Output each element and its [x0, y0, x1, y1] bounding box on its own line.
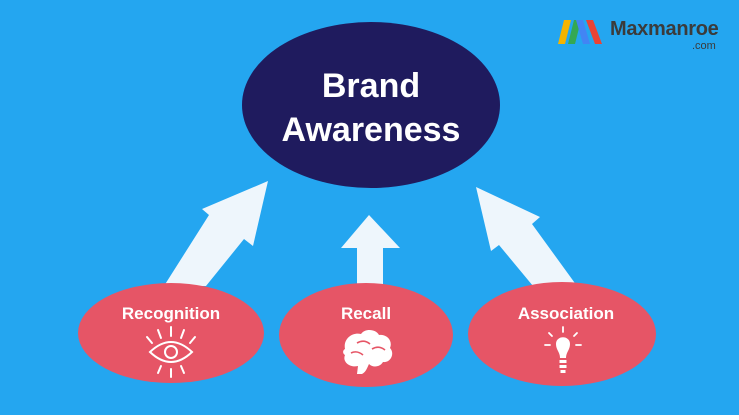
brain-icon: [343, 329, 393, 374]
arrow-association: [476, 187, 577, 286]
center-title-line1: Brand: [321, 67, 421, 105]
center-title-line2: Awareness: [281, 111, 461, 149]
node-label-association: Association: [517, 304, 615, 323]
node-association: [468, 282, 656, 386]
eye-icon: [146, 326, 196, 378]
arrow-recall-shaft: [357, 245, 383, 285]
arrow-recall-head: [341, 215, 400, 248]
brand-awareness-ellipse: [242, 22, 500, 188]
logo-mark-icon: [558, 20, 602, 44]
lightbulb-icon: [544, 326, 582, 373]
maxmanroe-logo: Maxmanroe .com: [556, 14, 726, 54]
logo-name: Maxmanroe: [610, 18, 719, 40]
logo-domain: .com: [692, 40, 716, 52]
arrow-recognition: [164, 181, 268, 286]
center-title: Brand Awareness: [243, 64, 499, 152]
node-label-recall: Recall: [340, 304, 392, 323]
node-label-recognition: Recognition: [121, 304, 221, 323]
